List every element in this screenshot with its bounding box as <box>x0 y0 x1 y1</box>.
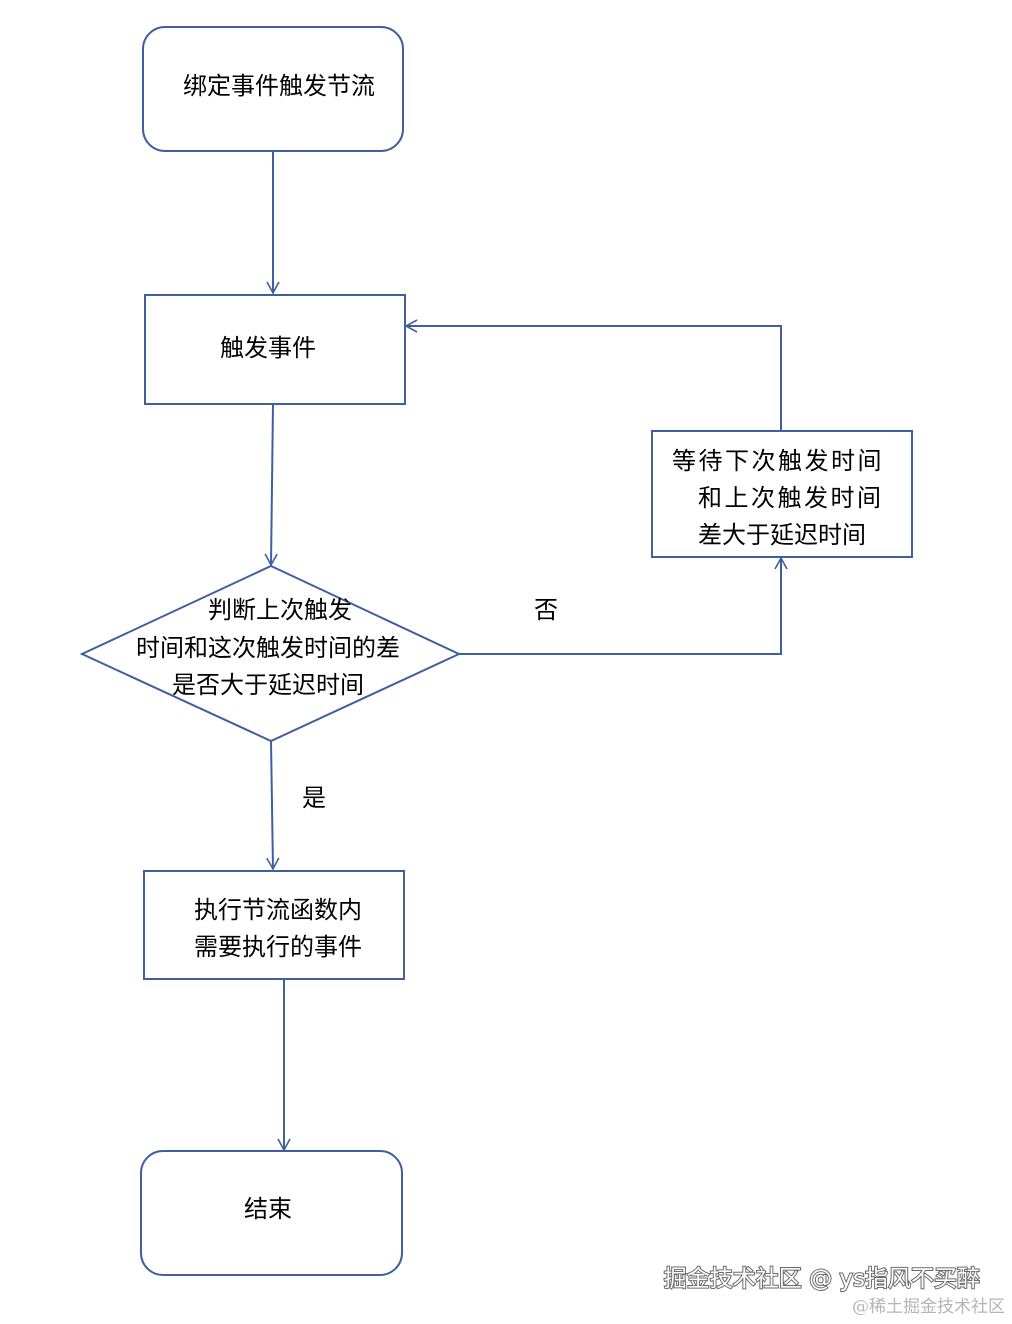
node-trigger-label: 触发事件 <box>220 334 316 362</box>
node-end-shape <box>140 1150 403 1276</box>
node-decision: 判断上次触发 时间和这次触发时间的差 是否大于延迟时间 <box>79 564 462 743</box>
node-execute-line-1: 执行节流函数内 <box>194 896 362 924</box>
node-execute-shape <box>143 870 405 980</box>
node-decision-line-2: 时间和这次触发时间的差 <box>136 634 400 662</box>
node-start-label: 绑定事件触发节流 <box>183 72 375 100</box>
node-decision-line-1: 判断上次触发 <box>208 596 352 624</box>
node-execute: 执行节流函数内 需要执行的事件 <box>143 870 405 980</box>
edge-wait-to-trigger <box>404 319 782 431</box>
edge-trigger-to-decision <box>264 403 278 567</box>
node-end: 结束 <box>140 1150 403 1276</box>
node-start: 绑定事件触发节流 <box>142 26 404 152</box>
node-wait-shape <box>651 430 913 558</box>
node-wait-line-1: 等待下次触发时间 <box>672 447 884 475</box>
node-decision-shape <box>79 564 462 743</box>
node-wait-line-3: 差大于延迟时间 <box>698 521 866 549</box>
watermark-line-1: 掘金技术社区 @ ys指风不买醉 <box>664 1266 980 1292</box>
node-trigger: 触发事件 <box>144 294 406 405</box>
node-execute-line-2: 需要执行的事件 <box>194 933 362 961</box>
edge-label-no: 否 <box>534 596 558 624</box>
node-end-label: 结束 <box>244 1195 292 1223</box>
node-start-shape <box>142 26 404 152</box>
watermark-line-2: @稀土掘金技术社区 <box>852 1297 1005 1317</box>
node-decision-line-3: 是否大于延迟时间 <box>172 671 364 699</box>
edge-decision-no-to-wait <box>459 556 788 655</box>
edge-label-yes: 是 <box>302 784 326 812</box>
edge-decision-yes-to-execute <box>266 740 280 871</box>
node-wait-line-2: 和上次触发时间 <box>698 484 884 512</box>
node-wait: 等待下次触发时间 和上次触发时间 差大于延迟时间 <box>651 430 913 558</box>
node-trigger-shape <box>144 294 406 405</box>
